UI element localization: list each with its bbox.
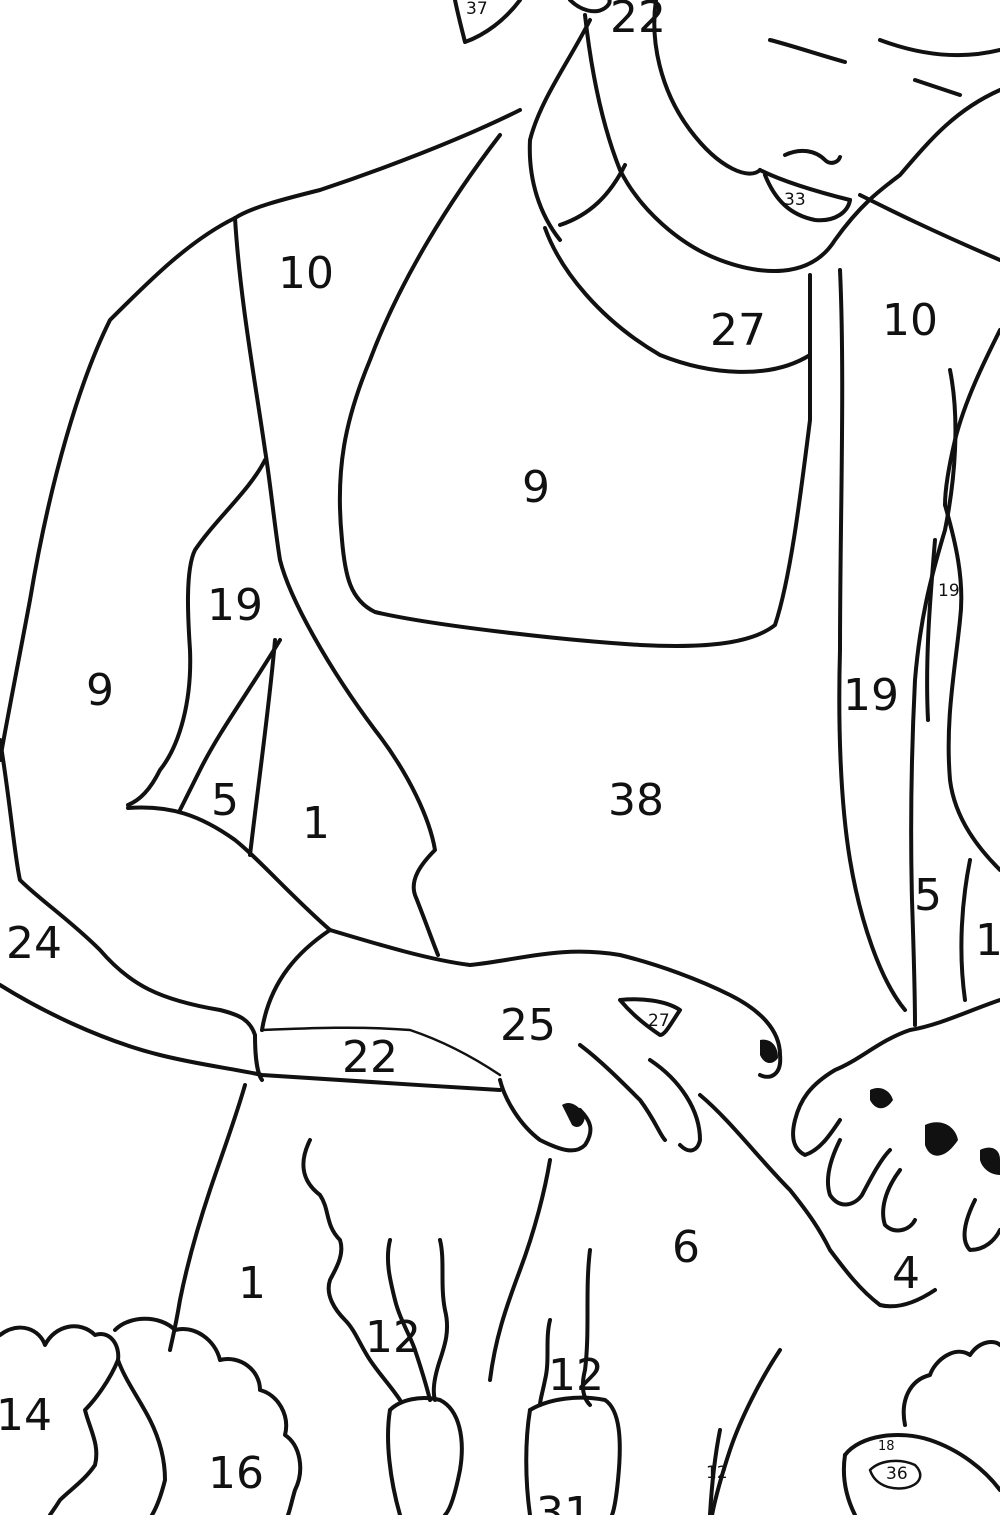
carrot-2-leaves	[538, 1248, 592, 1407]
neck-left	[527, 18, 592, 242]
eye-left	[768, 38, 847, 64]
label-apron-center: 38	[608, 775, 664, 826]
right-nail-1	[870, 1088, 893, 1109]
finger-1	[498, 1078, 593, 1153]
right-cuff	[959, 858, 972, 1002]
carrot-leaves-left	[301, 1138, 402, 1402]
label-hand-main: 25	[500, 1000, 556, 1051]
bowl-small	[868, 1459, 922, 1490]
label-apron-edge-right: 1	[975, 915, 1000, 966]
right-edge	[943, 328, 1000, 507]
label-bowl: 36	[886, 1464, 908, 1484]
label-lips: 33	[784, 190, 806, 210]
carrot-small-leaves-2	[708, 1428, 722, 1515]
shoulder-left	[0, 108, 522, 762]
mouth-upper	[758, 168, 852, 202]
carrot-1	[388, 1396, 464, 1515]
broccoli-mid	[116, 1358, 167, 1515]
hair-outline	[453, 0, 522, 44]
label-apron-left: 1	[302, 798, 330, 849]
label-bowl-small: 18	[878, 1439, 895, 1454]
label-carrot-left-leaves: 12	[365, 1312, 421, 1363]
sleeve-left-mid	[178, 638, 282, 812]
right-nail-2	[925, 1122, 958, 1156]
label-hand-right: 4	[892, 1248, 920, 1299]
right-arm-outer	[909, 368, 958, 1027]
mouth-lower	[763, 173, 852, 223]
right-sleeve	[943, 503, 1000, 872]
bowl-body	[841, 1453, 857, 1515]
carrot-1-left	[386, 1408, 402, 1515]
finger-3	[648, 1058, 702, 1153]
broccoli-right	[113, 1316, 303, 1515]
broccoli-left	[0, 1324, 121, 1515]
label-apron-lower: 1	[238, 1258, 266, 1309]
label-carrot-mid-leaves: 12	[548, 1350, 604, 1401]
face-outline	[583, 13, 1000, 274]
apron-lower-left	[168, 1083, 247, 1352]
neck-inner	[558, 163, 627, 227]
carrot-2	[528, 1395, 622, 1515]
board-top	[698, 1093, 937, 1309]
forearm-left-top	[126, 805, 332, 932]
sleeve-left-front	[248, 638, 277, 857]
label-shoulder-left: 10	[278, 248, 334, 299]
label-wrist: 22	[342, 1032, 398, 1083]
collar	[543, 226, 812, 374]
finger-2	[578, 1043, 667, 1142]
carrot-2-left	[524, 1408, 532, 1515]
forearm-left-bottom	[0, 983, 502, 1092]
nail-dark	[562, 1103, 585, 1127]
right-sleeve-inner	[925, 538, 937, 722]
forearm-left-outer	[0, 738, 264, 1082]
label-sleeve-right: 19	[843, 670, 899, 721]
ear-outline	[568, 0, 612, 14]
collar-right	[858, 193, 1000, 262]
label-broccoli-left: 14	[0, 1390, 52, 1441]
label-cuff-right: 5	[914, 870, 942, 921]
right-arm-inner	[837, 268, 907, 1012]
right-finger-2	[881, 1168, 917, 1233]
strap-left-outer	[337, 133, 812, 648]
label-sleeve-left: 19	[207, 580, 263, 631]
right-finger-1	[826, 1138, 892, 1207]
nail-dark-2	[760, 1039, 778, 1064]
label-apron-bib: 9	[522, 462, 550, 513]
cuff	[260, 928, 332, 1032]
right-nail-3	[980, 1147, 1000, 1175]
carrot-leaves-left-3	[431, 1238, 450, 1402]
strap-left	[233, 216, 440, 957]
bowl-rim	[843, 1433, 1000, 1492]
right-hand-outline	[791, 998, 1000, 1157]
nose	[783, 148, 842, 165]
label-nail: 27	[648, 1011, 670, 1031]
carrot-small-leaves	[710, 1348, 782, 1515]
label-neck: 27	[710, 305, 766, 356]
label-hair: 37	[466, 0, 488, 19]
eye-right	[913, 78, 962, 97]
hand-top	[328, 928, 783, 1079]
label-ear: 22	[610, 0, 666, 43]
label-cuff-left: 5	[211, 775, 239, 826]
wrist-line	[260, 1026, 502, 1077]
brow-right	[878, 38, 1000, 58]
label-forearm-left: 24	[6, 918, 62, 969]
jaw-line	[652, 0, 762, 176]
label-carrot-small-leaves: 12	[706, 1463, 728, 1483]
right-finger-3	[962, 1198, 1000, 1252]
bowl-greens	[901, 1340, 1000, 1427]
nail-outline	[618, 997, 682, 1037]
carrot-leaves-left-2	[385, 1238, 432, 1402]
label-broccoli-right: 16	[208, 1448, 264, 1499]
label-sleeve-right-small: 19	[938, 581, 960, 601]
sleeve-left-back	[126, 458, 267, 807]
board-left	[488, 1158, 552, 1382]
label-arm-left: 9	[86, 665, 114, 716]
label-cutting-board: 6	[672, 1222, 700, 1273]
label-carrot-body: 31	[536, 1488, 592, 1515]
label-shoulder-right: 10	[882, 295, 938, 346]
